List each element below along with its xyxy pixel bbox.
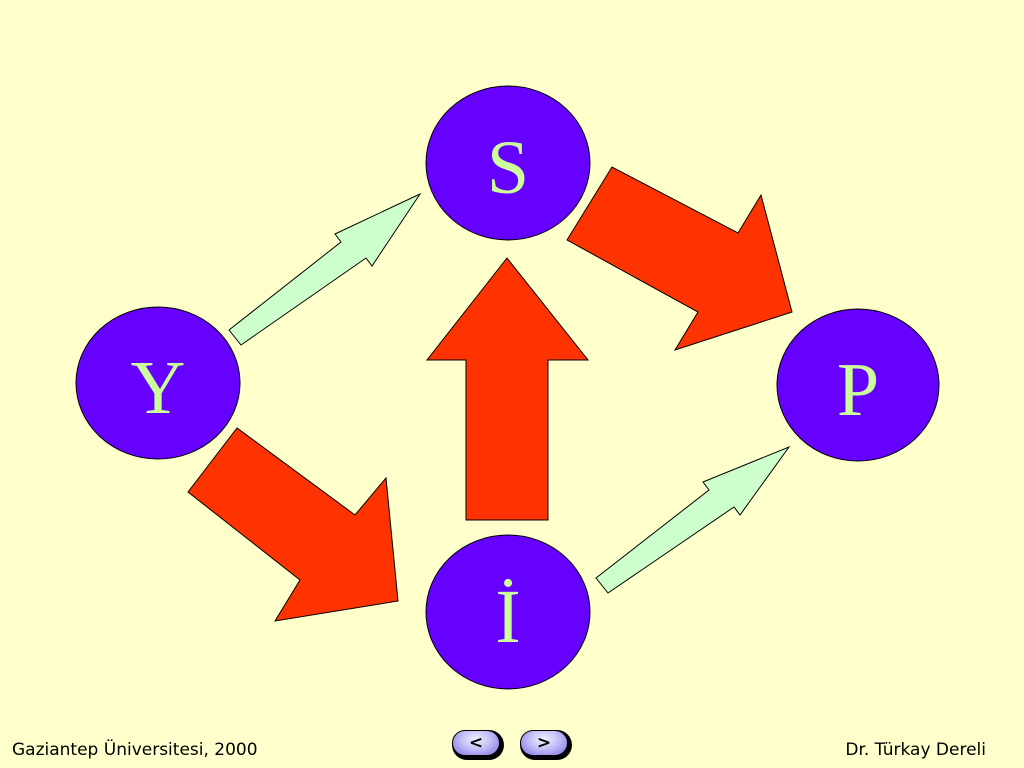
footer-institution: Gaziantep Üniversitesi, 2000 (12, 740, 258, 760)
node-y-label: Y (131, 346, 186, 430)
next-slide-button[interactable]: > (520, 730, 572, 760)
next-slide-label: > (520, 730, 568, 756)
arrow-s-to-p (566, 166, 793, 351)
node-y: Y (75, 306, 241, 460)
node-p: P (776, 308, 940, 462)
arrow-y-to-s (228, 192, 422, 346)
node-p-label: P (837, 348, 879, 432)
previous-slide-button[interactable]: < (452, 730, 504, 760)
node-i: İ (425, 534, 591, 690)
arrow-i-to-s (425, 257, 590, 521)
node-s: S (425, 85, 591, 241)
previous-slide-label: < (452, 730, 500, 756)
node-s-label: S (487, 126, 529, 210)
footer-author: Dr. Türkay Dereli (845, 740, 986, 760)
node-i-label: İ (495, 575, 520, 659)
arrow-y-to-i (187, 427, 399, 622)
arrow-i-to-p (595, 445, 791, 594)
